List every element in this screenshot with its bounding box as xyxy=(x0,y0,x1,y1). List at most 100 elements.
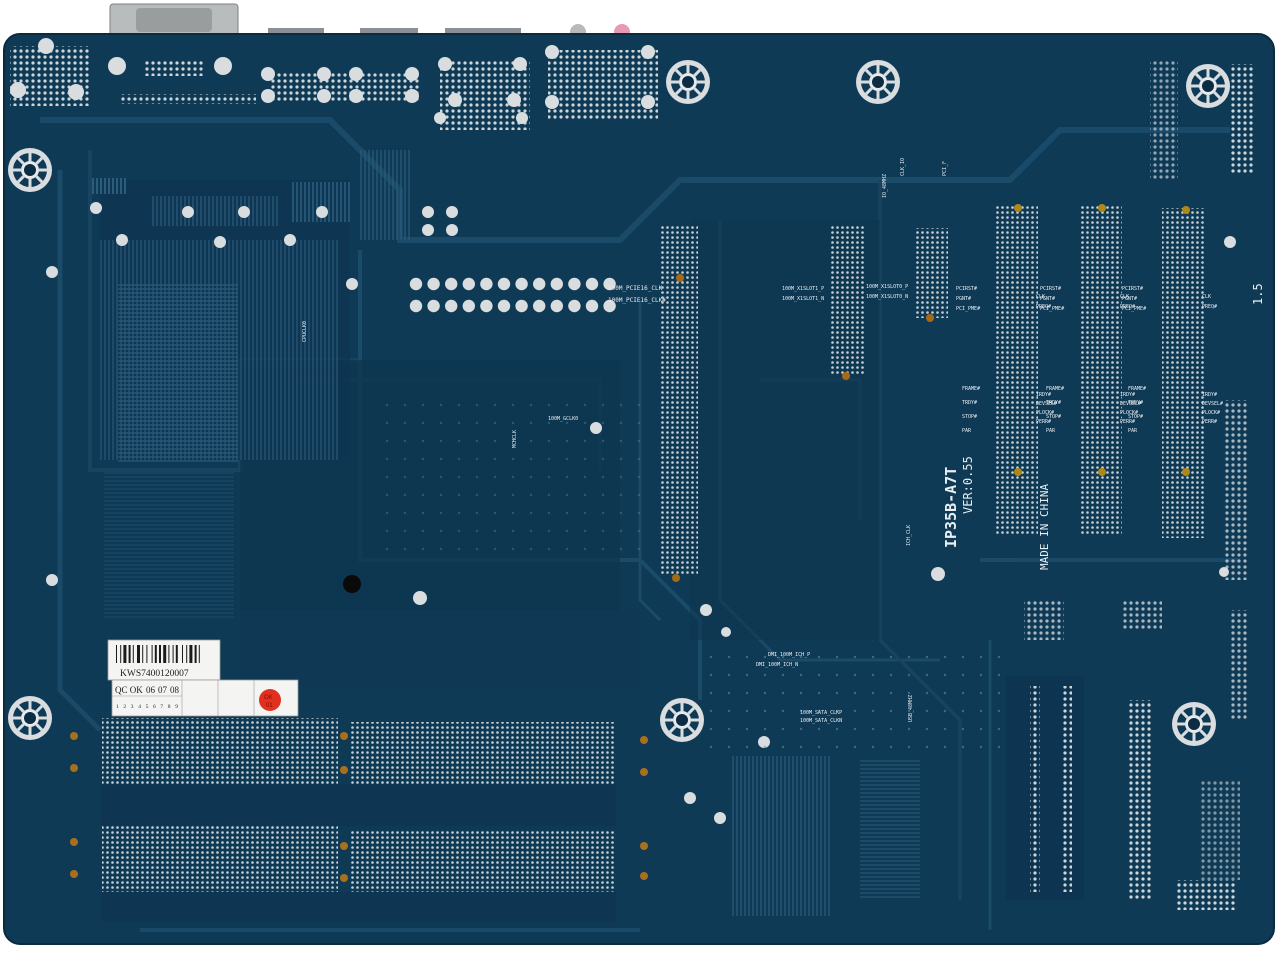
barcode-bar xyxy=(151,645,153,663)
label-pcie-clk: 100M_PCIE16_CLK xyxy=(608,285,663,292)
mounting-hole xyxy=(8,148,52,192)
label-x1slot1-p: 100M_X1SLOT1_P xyxy=(782,286,824,292)
pci-pin-label: PAR xyxy=(1128,428,1138,434)
qc-label: QC OK xyxy=(115,685,143,695)
qc-digit: 4 xyxy=(138,704,141,710)
label-pcie-clkn: 100M_PCIE16_CLK# xyxy=(608,297,666,304)
atx-pin xyxy=(480,299,493,313)
mounting-hole xyxy=(856,60,900,104)
qc-digit: 6 xyxy=(153,704,156,710)
atx-pin xyxy=(603,277,616,291)
atx-pin xyxy=(462,277,475,291)
barcode-bar xyxy=(168,645,170,663)
label-dmi-n: DMI_100M_ICH_N xyxy=(756,662,798,668)
pci-pin-label: PCI_PME# xyxy=(956,306,980,312)
pci-pin-label: PCIRST# xyxy=(1122,286,1143,292)
bottom-right-headers xyxy=(730,676,1240,916)
qc-number-2: 07 xyxy=(158,685,168,695)
qc-digit: 1 xyxy=(116,704,119,710)
pci-pin-label: TRDY# xyxy=(1046,400,1061,406)
pci-pin-label: DEVSEL# xyxy=(1202,401,1223,407)
pci-pin-label: PLOCK# xyxy=(1036,410,1054,416)
pci-pin-label: STOP# xyxy=(962,414,977,420)
barcode-bar xyxy=(132,645,134,663)
label-x1slot0-p: 100M_X1SLOT0_P xyxy=(866,284,908,290)
board-version: VER:0.55 xyxy=(961,456,975,514)
pci-pin-label: CLK xyxy=(1202,294,1211,300)
barcode-bar xyxy=(159,645,161,663)
pci-pin-label: IRDY# xyxy=(1202,392,1217,398)
qc-digit: 9 xyxy=(175,704,178,710)
edge-mark: 1.5 xyxy=(1251,283,1265,305)
qc-number-3: 08 xyxy=(170,685,180,695)
label-dmi-p: DMI_100M_ICH_P xyxy=(768,652,810,658)
atx-pin xyxy=(409,277,423,291)
pci-pin-label: PCIRST# xyxy=(1040,286,1061,292)
serial-sticker: KWS7400120007 xyxy=(107,639,221,681)
atx-pin xyxy=(445,277,458,291)
pci-pin-label: PREQ# xyxy=(1202,304,1217,310)
barcode-bar xyxy=(154,645,157,663)
signal-labels: 100M_PCIE16_CLK 100M_PCIE16_CLK# 100M_X1… xyxy=(302,158,948,724)
pci-pin-label: PREQ# xyxy=(1036,304,1051,310)
qc-digit: 5 xyxy=(146,704,149,710)
pci-pin-label: PCI_PME# xyxy=(1122,306,1146,312)
barcode-bar xyxy=(128,645,131,663)
sticker-serial: KWS7400120007 xyxy=(120,669,189,679)
qc-digit: 2 xyxy=(123,704,126,710)
dimm-slots xyxy=(102,718,616,922)
pci-pin-label: CLK xyxy=(1120,294,1129,300)
pci-pin-label: FRAME# xyxy=(1128,386,1146,392)
pci-pin-label: STOP# xyxy=(1046,414,1061,420)
barcode-bar xyxy=(142,645,144,663)
via-field-2 xyxy=(380,400,640,560)
atx-pin xyxy=(515,299,528,313)
pci-pin-label: PLOCK# xyxy=(1120,410,1138,416)
atx-pin xyxy=(515,277,528,291)
atx-pin xyxy=(568,277,581,291)
label-gclk: 100M_GCLK0 xyxy=(548,416,578,422)
barcode-bar xyxy=(123,645,127,663)
pci-pin-label: DEVSEL# xyxy=(1036,401,1057,407)
label-ich-clk: ICH_CLK xyxy=(906,525,912,546)
right-edge-headers xyxy=(1024,60,1254,910)
mounting-hole-black xyxy=(343,575,361,593)
barcode xyxy=(116,645,200,663)
pci-pin-label: PERR# xyxy=(1120,419,1135,425)
qc-number-1: 06 xyxy=(146,685,156,695)
ok-dot xyxy=(259,689,281,711)
atx-power-pads xyxy=(409,277,616,313)
label-mchclk: MCHCLK xyxy=(512,430,518,448)
atx-power-header xyxy=(406,276,616,316)
barcode-bar xyxy=(194,645,197,663)
atx-pin xyxy=(585,277,599,291)
pci-pin-label: PCI_PME# xyxy=(1040,306,1064,312)
pci-pin-label: PAR xyxy=(1046,428,1056,434)
barcode-bar xyxy=(189,645,193,663)
board-model: IP35B-A7T xyxy=(942,467,960,548)
via-field xyxy=(700,640,1000,760)
mounting-holes xyxy=(8,60,1230,746)
mounting-hole xyxy=(660,698,704,742)
pci-pin-label: FRAME# xyxy=(1046,386,1064,392)
barcode-bar xyxy=(120,645,122,663)
label-cpuclk: CPUCLK0 xyxy=(302,321,308,342)
pci-pin-label: PGNT# xyxy=(956,296,971,302)
label-x1slot1-n: 100M_X1SLOT1_N xyxy=(782,296,824,302)
label-pci-f: PCI_F xyxy=(942,161,948,176)
atx-pin xyxy=(550,299,563,313)
pcie-x16-slot xyxy=(660,226,698,582)
atx-pin xyxy=(480,277,493,291)
pci-pin-label: STOP# xyxy=(1128,414,1143,420)
ok-mark: OK xyxy=(264,695,273,701)
barcode-bar xyxy=(182,645,183,663)
atx-pin xyxy=(568,299,581,313)
mounting-hole xyxy=(8,696,52,740)
pci-pin-label: CLK xyxy=(1036,294,1045,300)
ok-sub: 01 xyxy=(266,703,273,709)
atx-pin xyxy=(585,299,599,313)
barcode-bar xyxy=(186,645,188,663)
pci-pin-label: DEVSEL# xyxy=(1120,401,1141,407)
